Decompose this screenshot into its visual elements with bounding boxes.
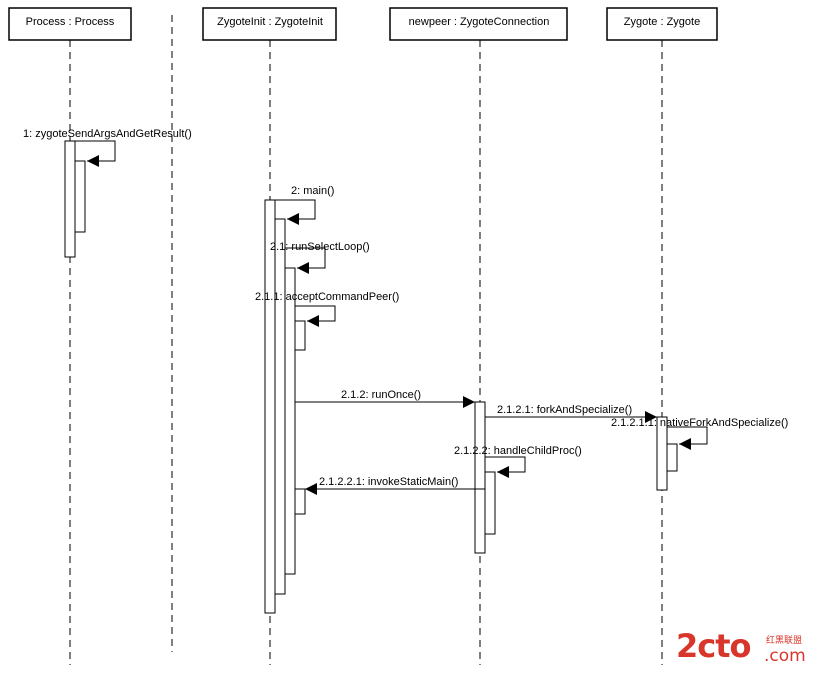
- msg-2-1-2-1-1-self-call: [667, 426, 708, 450]
- msg-label-2-1-2-1: 2.1.2.1: forkAndSpecialize(): [497, 404, 633, 416]
- activation-process-1: [64, 140, 76, 258]
- activation-zygoteinit-3: [284, 267, 296, 575]
- lifeline-process-label: Process : Process: [26, 16, 115, 28]
- msg-2-1-1-self-call: [295, 305, 336, 327]
- activation-zygoteinit-4: [294, 320, 306, 351]
- msg-label-2-1-1: 2.1.1: acceptCommandPeer(): [255, 291, 400, 303]
- activation-zygote-2: [666, 443, 678, 472]
- msg-1-self-call: [75, 140, 116, 167]
- activation-newpeer-2: [484, 471, 496, 535]
- lifeline-process: Process : Process: [8, 7, 132, 665]
- msg-label-2: 2: main(): [291, 185, 335, 197]
- msg-label-2-1-2-2-1: 2.1.2.2.1: invokeStaticMain(): [319, 476, 459, 488]
- activation-zygoteinit-5: [294, 488, 306, 515]
- activation-zygoteinit-2: [274, 218, 286, 595]
- lifeline-newpeer-label: newpeer : ZygoteConnection: [409, 16, 550, 28]
- msg-label-2-1: 2.1: runSelectLoop(): [270, 241, 370, 253]
- msg-label-2-1-2: 2.1.2: runOnce(): [341, 389, 422, 401]
- msg-2-self-call: [275, 199, 316, 225]
- watermark-logo: 2cto: [676, 627, 752, 665]
- msg-label-2-1-2-1-1: 2.1.2.1.1: nativeForkAndSpecialize(): [611, 417, 789, 429]
- activation-bars: [64, 140, 678, 614]
- watermark-cn: 红黑联盟: [766, 636, 803, 646]
- msg-2-1-self-call: [285, 247, 326, 274]
- lifeline-zygoteinit-label: ZygoteInit : ZygoteInit: [217, 16, 323, 28]
- msg-2-1-2-2-self-call: [485, 456, 526, 478]
- activation-newpeer-1: [474, 401, 486, 554]
- activation-zygoteinit-1: [264, 199, 276, 614]
- lifeline-newpeer: newpeer : ZygoteConnection: [389, 7, 568, 665]
- lifeline-zygote: Zygote : Zygote: [606, 7, 718, 665]
- watermark-com: .com: [764, 646, 806, 666]
- msg-label-2-1-2-2: 2.1.2.2: handleChildProc(): [454, 445, 582, 457]
- msg-label-1: 1: zygoteSendArgsAndGetResult(): [23, 128, 192, 140]
- activation-process-2: [74, 160, 86, 233]
- lifeline-zygote-label: Zygote : Zygote: [624, 16, 700, 28]
